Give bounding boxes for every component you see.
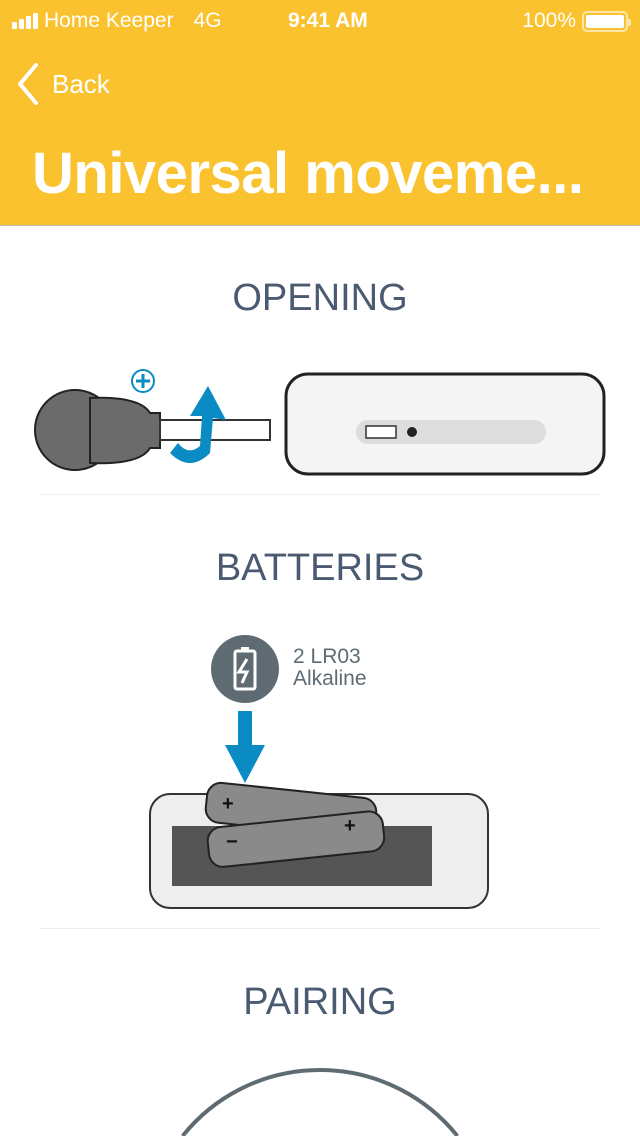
carrier: Home Keeper: [44, 9, 174, 32]
battery-type-label: 2 LR03 Alkaline: [293, 646, 367, 690]
battery-percent: 100%: [522, 9, 576, 32]
time: 9:41 AM: [288, 9, 368, 32]
section-title-pairing: PAIRING: [243, 981, 397, 1023]
battery-icon-arrow: [211, 635, 279, 783]
opening-illustration: [34, 369, 606, 476]
divider: [40, 494, 600, 495]
section-title-opening: OPENING: [232, 277, 408, 319]
svg-text:+: +: [344, 815, 356, 837]
pairing-illustration: [181, 1068, 459, 1136]
back-button[interactable]: Back: [16, 62, 110, 106]
back-label: Back: [52, 68, 110, 99]
battery-type-line1: 2 LR03: [293, 645, 361, 668]
signal-icon: [12, 13, 38, 29]
header: Home Keeper 4G 9:41 AM 100% Back Univers…: [0, 0, 640, 226]
battery-type-line2: Alkaline: [293, 667, 367, 690]
chevron-left-icon: [18, 63, 38, 105]
battery-icon: [582, 10, 631, 32]
page-title: Universal moveme...: [32, 141, 584, 206]
batteries-illustration: + + −: [149, 781, 489, 909]
section-title-batteries: BATTERIES: [215, 547, 425, 589]
network: 4G: [193, 9, 222, 32]
status-bar: Home Keeper 4G 9:41 AM 100%: [12, 8, 631, 34]
svg-text:+: +: [222, 793, 234, 815]
divider: [40, 928, 600, 929]
svg-text:−: −: [226, 831, 238, 853]
